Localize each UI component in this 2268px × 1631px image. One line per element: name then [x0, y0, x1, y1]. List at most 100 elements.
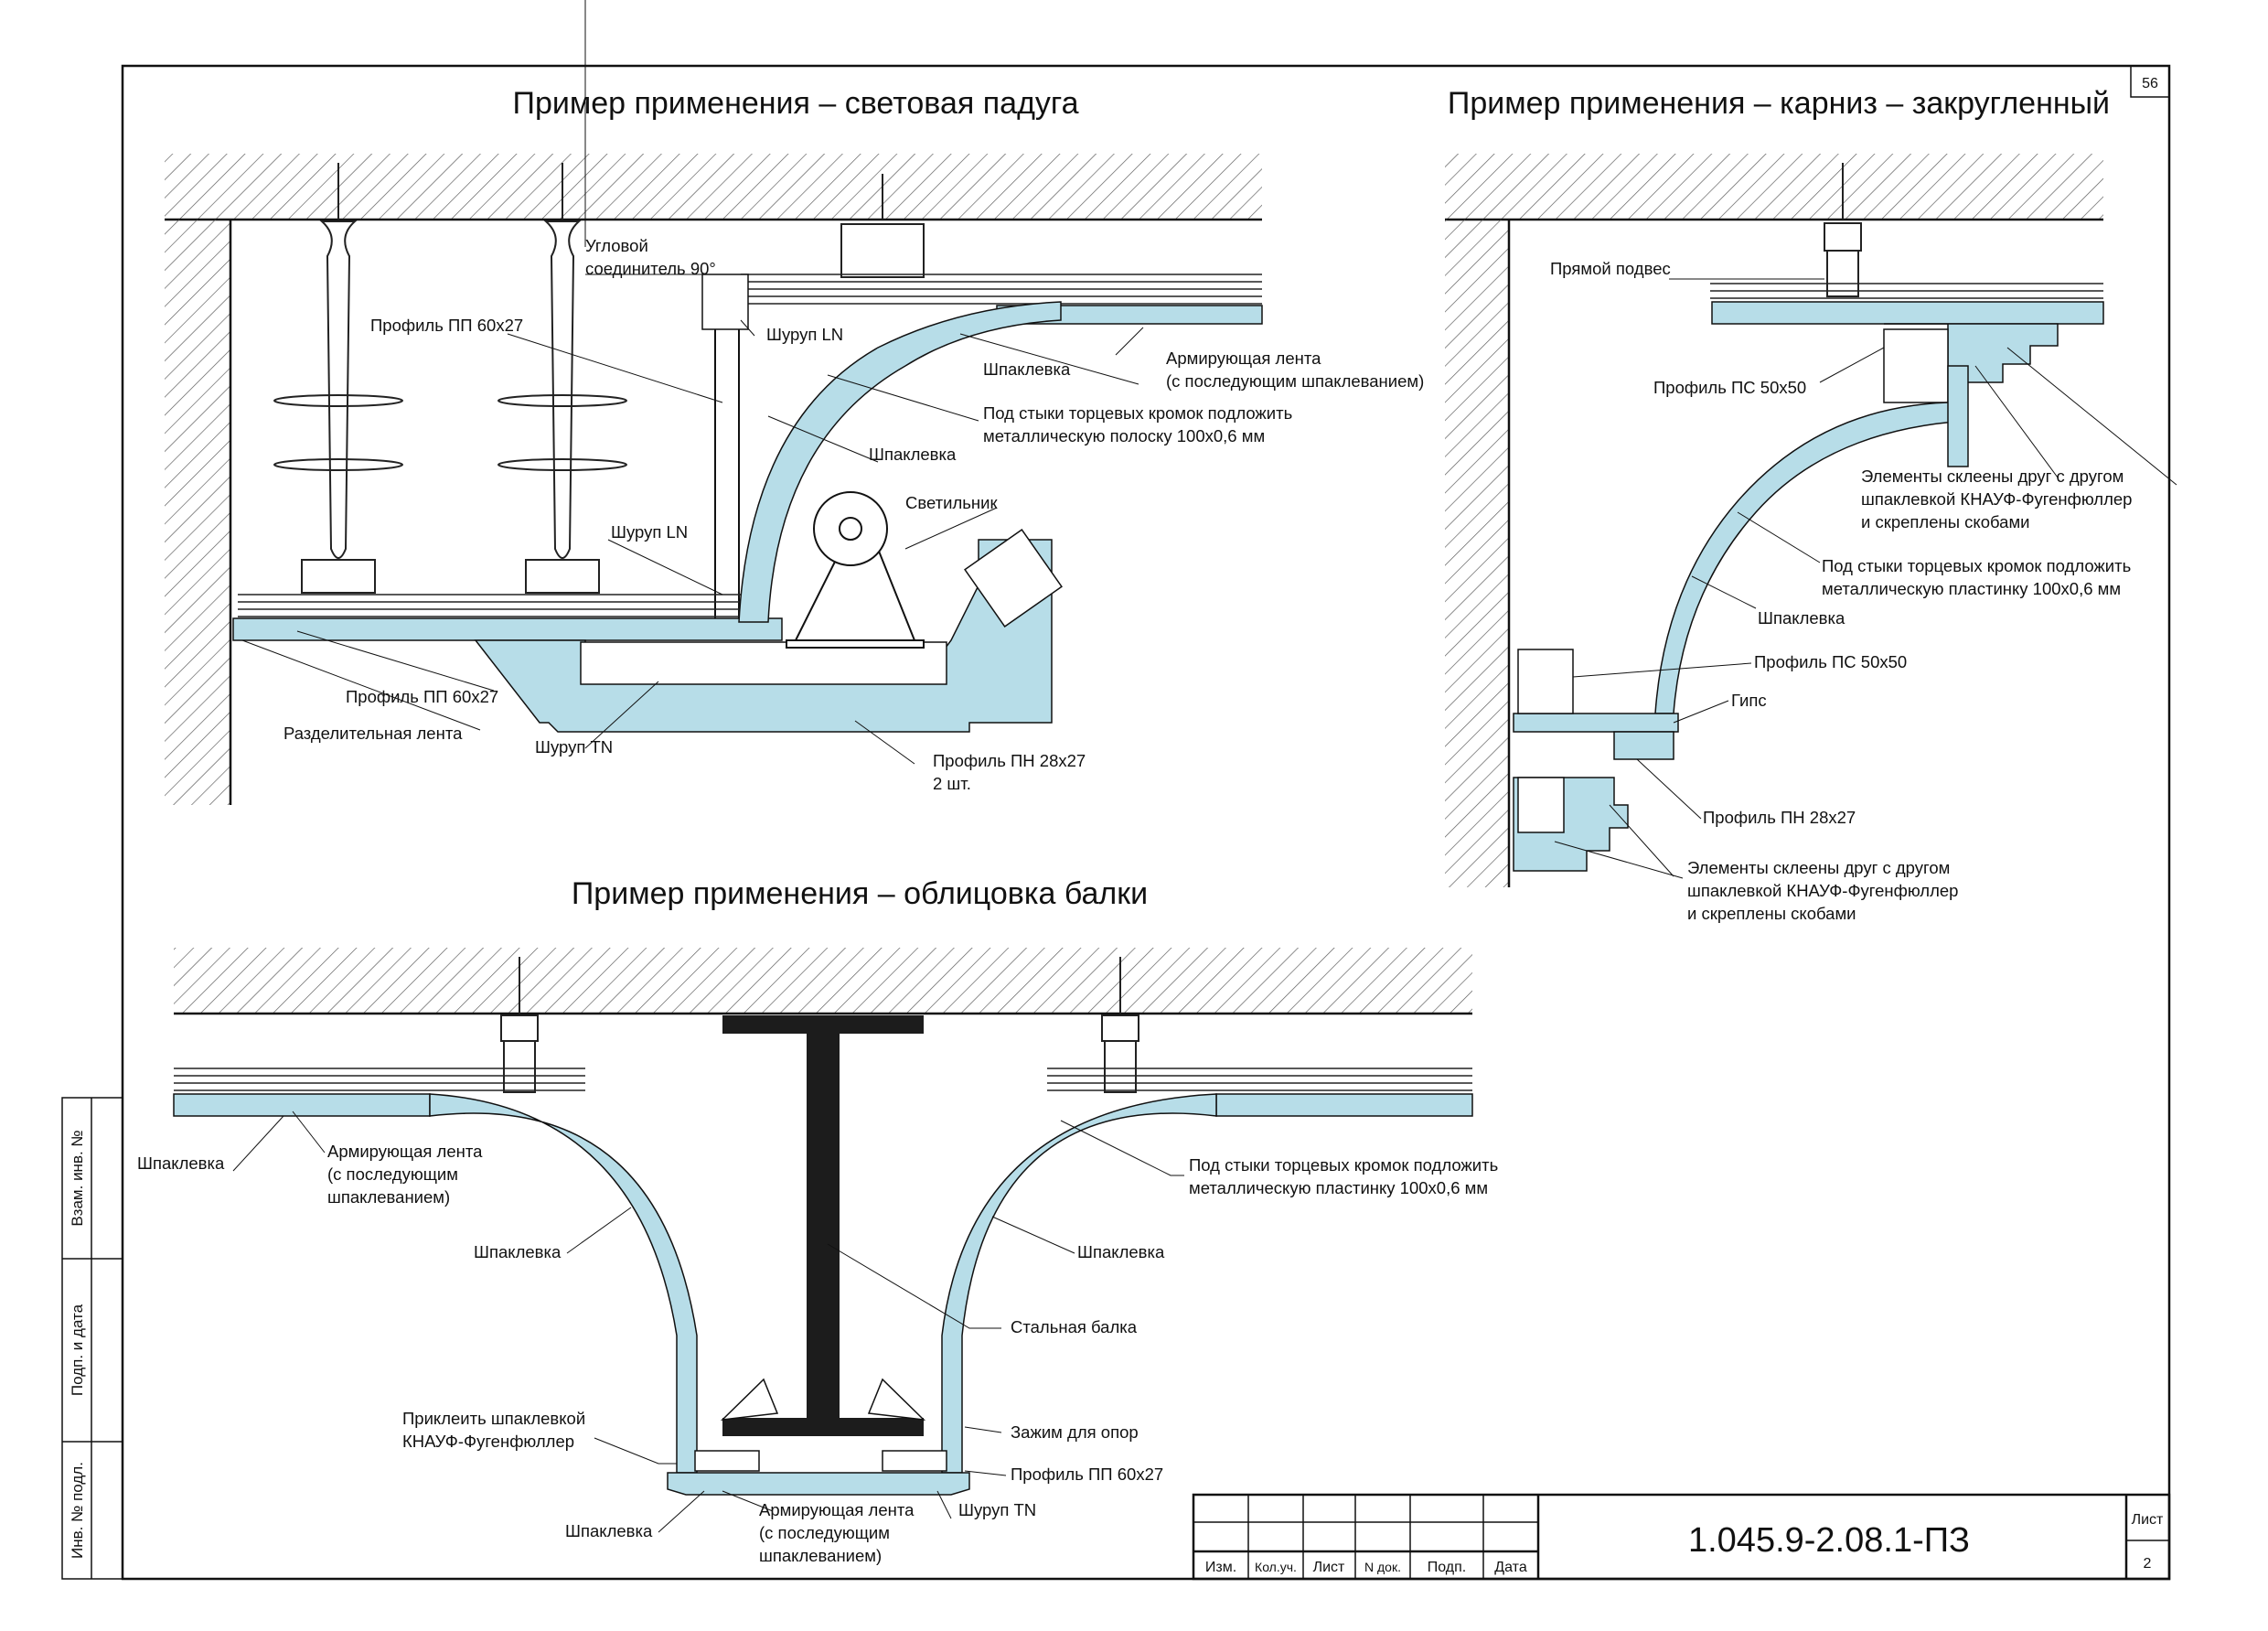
beam-board-left	[173, 1093, 431, 1117]
label-profile-pn-2: 2 шт.	[933, 774, 971, 793]
label-beam-putty-bottom: Шпаклевка	[565, 1521, 653, 1540]
pp-profile-beam-right	[882, 1450, 947, 1472]
beam-board-right	[1215, 1093, 1473, 1117]
label-screw-tn: Шуруп TN	[535, 737, 613, 756]
lamp-fixture	[786, 491, 925, 649]
corner-connector	[701, 274, 749, 330]
title-light-cove: Пример применения – световая падуга	[513, 86, 1079, 121]
sheet-frame	[121, 64, 2171, 1581]
suspension-hangers	[273, 163, 925, 594]
label-direct-hanger: Прямой подвес	[1550, 259, 1671, 278]
angled-profile	[964, 529, 1063, 628]
label-profile-pn-1: Профиль ПН 28х27	[933, 751, 1086, 770]
vertical-profile	[714, 281, 740, 621]
label-lamp: Светильник	[905, 493, 998, 512]
title-block-col-count: Кол.уч.	[1255, 1560, 1297, 1574]
side-stamp-original-inv: Инв. № подл.	[69, 1462, 86, 1559]
label-glued-top-1: Элементы склеены друг с другом	[1861, 467, 2124, 486]
label-profile-pp-top: Профиль ПП 60х27	[370, 316, 523, 335]
sheet-number: 2	[2144, 1556, 2152, 1572]
cornice-hanger	[1824, 163, 1862, 297]
label-putty-1: Шпаклевка	[983, 359, 1071, 379]
upper-profile-rails	[741, 274, 1262, 305]
label-glued-bot-1: Элементы склеены друг с другом	[1687, 858, 1950, 877]
pn-profile-cornice	[1517, 777, 1565, 833]
label-cornice-joint-2: металлическую пластинку 100х0,6 мм	[1822, 579, 2121, 598]
beam-rails	[174, 1068, 1472, 1091]
label-profile-ps-top: Профиль ПС 50х50	[1653, 378, 1806, 397]
title-block-col-doc: N док.	[1364, 1560, 1401, 1574]
clamp-right	[867, 1378, 926, 1421]
label-beam-tape-bot-2: (с последующим	[759, 1523, 890, 1542]
lower-board	[232, 617, 783, 641]
label-beam-tape-left-1: Армирующая лента	[327, 1142, 483, 1161]
label-joint-1: Под стыки торцевых кромок подложить	[983, 403, 1292, 423]
title-block-col-change: Изм.	[1205, 1560, 1236, 1575]
cornice-ceiling-slab	[1445, 154, 2103, 220]
label-glued-bot-2: шпаклевкой КНАУФ-Фугенфюллер	[1687, 881, 1958, 900]
title-block	[1192, 1493, 2171, 1581]
light-cove-detail	[165, 154, 1263, 805]
beam-curve-right	[941, 1093, 1217, 1474]
cornice-ceiling-board	[1711, 301, 2104, 325]
label-profile-ps-mid: Профиль ПС 50х50	[1754, 652, 1907, 671]
light-cove-leaders	[241, 0, 1144, 765]
label-beam-joint-1: Под стыки торцевых кромок подложить	[1189, 1155, 1498, 1175]
label-screw-ln-top: Шуруп LN	[766, 325, 843, 344]
label-joint-2: металлическую полоску 100х0,6 мм	[983, 426, 1265, 445]
ps-profile-mid	[1517, 649, 1574, 714]
clamp-left	[720, 1378, 779, 1421]
label-profile-pp-bottom: Профиль ПП 60х27	[346, 687, 498, 706]
label-beam-tape-left-3: шпаклеванием)	[327, 1187, 450, 1207]
label-beam-putty-curve-right: Шпаклевка	[1077, 1242, 1165, 1261]
label-beam-screw-tn: Шуруп TN	[958, 1500, 1036, 1519]
label-glued-bot-3: и скреплены скобами	[1687, 904, 1856, 923]
label-cornice-joint-1: Под стыки торцевых кромок подложить	[1822, 556, 2131, 575]
label-glued-top-2: шпаклевкой КНАУФ-Фугенфюллер	[1861, 489, 2132, 509]
pn-profile-box	[580, 641, 947, 685]
cornice-leaders	[1554, 278, 2177, 879]
cornice-vertical-board	[1947, 365, 1969, 467]
beam-detail	[173, 948, 1473, 1496]
beam-leaders	[232, 1111, 1184, 1533]
wall	[165, 220, 230, 805]
side-stamp-replaced-inv: Взам. инв. №	[69, 1130, 86, 1226]
label-cornice-putty: Шпаклевка	[1758, 608, 1845, 628]
label-glue-1: Приклеить шпаклевкой	[402, 1409, 585, 1428]
label-steel-beam: Стальная балка	[1011, 1317, 1138, 1336]
side-stamp	[61, 1097, 123, 1580]
label-glued-top-3: и скреплены скобами	[1861, 512, 2030, 531]
title-cornice: Пример применения – карниз – закругленны…	[1448, 86, 2110, 121]
label-beam-putty-curve-left: Шпаклевка	[474, 1242, 562, 1261]
ps-profile-top	[1883, 328, 1949, 403]
label-separating-tape: Разделительная лента	[284, 724, 463, 743]
pp-profile-beam-left	[694, 1450, 760, 1472]
title-block-col-sheet: Лист	[1313, 1560, 1345, 1575]
cornice-lower-board	[1513, 713, 1679, 733]
title-block-col-date: Дата	[1494, 1560, 1527, 1575]
label-putty-2: Шпаклевка	[869, 445, 957, 464]
title-beam: Пример применения – облицовка балки	[572, 876, 1148, 911]
label-beam-profile-pp: Профиль ПП 60х27	[1011, 1465, 1163, 1484]
label-beam-putty-left: Шпаклевка	[137, 1154, 225, 1173]
label-beam-tape-bot-1: Армирующая лента	[759, 1500, 915, 1519]
label-corner-connector-1: Угловой	[585, 236, 648, 255]
label-beam-tape-bot-3: шпаклеванием)	[759, 1546, 882, 1565]
label-screw-ln-bottom: Шуруп LN	[611, 522, 688, 542]
label-tape-2: (с последующим шпаклеванием)	[1166, 371, 1424, 391]
label-cornice-profile-pn: Профиль ПН 28х27	[1703, 808, 1856, 827]
beam-bottom-board	[667, 1472, 970, 1496]
page-number: 56	[2142, 76, 2158, 91]
ceiling-slab	[165, 154, 1262, 220]
label-gypsum: Гипс	[1731, 691, 1767, 710]
label-corner-connector-2: соединитель 90°	[585, 259, 716, 278]
cornice-rails	[1710, 283, 2103, 299]
title-block-col-sign: Подп.	[1428, 1560, 1467, 1575]
label-glue-2: КНАУФ-Фугенфюллер	[402, 1432, 574, 1451]
sheet-label: Лист	[2132, 1512, 2164, 1528]
cornice-wall	[1445, 220, 1509, 887]
label-clamp: Зажим для опор	[1011, 1422, 1139, 1442]
side-stamp-sign-date: Подп. и дата	[69, 1304, 86, 1396]
label-beam-joint-2: металлическую пластинку 100х0,6 мм	[1189, 1178, 1488, 1197]
